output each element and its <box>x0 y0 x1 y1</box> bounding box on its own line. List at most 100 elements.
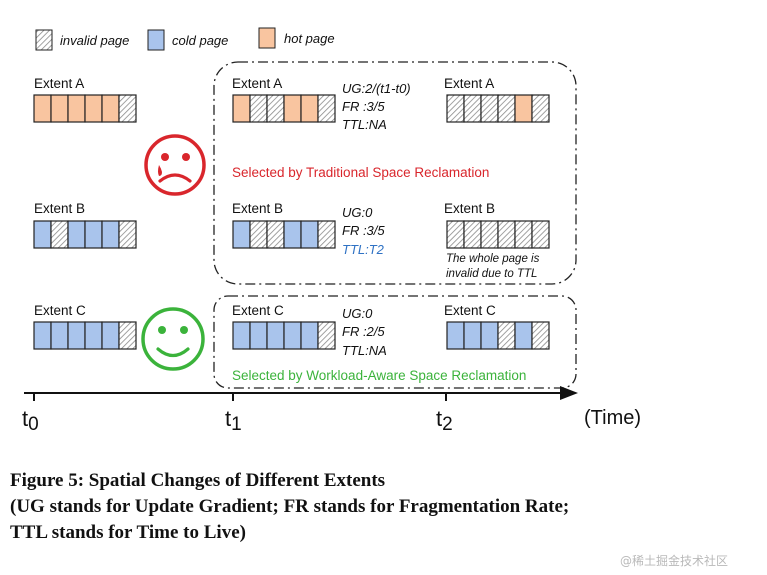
extent-a-ttl: TTL:NA <box>342 117 387 132</box>
cold-page-cell <box>101 321 120 350</box>
happy-face-icon <box>141 307 205 371</box>
axis-unit-label: (Time) <box>584 407 641 429</box>
sad-face-icon <box>144 134 206 196</box>
invalid-page-cell <box>50 220 69 249</box>
tick-t0: t0 <box>22 406 39 435</box>
cold-page-cell <box>514 321 533 350</box>
watermark: @稀土掘金技术社区 <box>620 554 729 568</box>
cold-page-cell <box>480 321 499 350</box>
extent-c-label-t1: Extent C <box>232 303 284 318</box>
legend-invalid-label: invalid page <box>60 33 129 48</box>
traditional-group-box <box>213 61 577 285</box>
extent-c-pages-t2 <box>446 321 550 350</box>
extent-b-ttl: TTL:T2 <box>342 242 385 257</box>
extent-b-label-t2: Extent B <box>444 201 495 216</box>
cold-page-cell <box>33 220 52 249</box>
invalid-page-cell <box>463 220 482 249</box>
hot-page-cell <box>84 94 103 123</box>
legend-hot-label: hot page <box>284 31 335 46</box>
caption-line-2: (UG stands for Update Gradient; FR stand… <box>10 496 570 517</box>
extent-c-label-t2: Extent C <box>444 303 496 318</box>
cold-page-cell <box>283 220 302 249</box>
extent-a-pages-t1 <box>232 94 336 123</box>
extent-b-label-t1: Extent B <box>232 201 283 216</box>
legend-cold-label: cold page <box>172 33 228 48</box>
figure-caption: Figure 5: Spatial Changes of Different E… <box>10 468 750 546</box>
cold-page-cell <box>232 321 251 350</box>
invalid-page-cell <box>249 220 268 249</box>
invalid-page-cell <box>497 94 516 123</box>
invalid-page-cell <box>446 220 465 249</box>
hot-page-cell <box>514 94 533 123</box>
invalid-page-cell <box>446 94 465 123</box>
hot-page-cell <box>50 94 69 123</box>
invalid-page-cell <box>118 220 137 249</box>
cold-page-cell <box>300 321 319 350</box>
legend-cold-swatch <box>147 29 165 51</box>
cold-page-cell <box>446 321 465 350</box>
extent-b-pages-t1 <box>232 220 336 249</box>
invalid-page-cell <box>514 220 533 249</box>
legend-hot-swatch <box>258 27 276 49</box>
invalid-page-cell <box>317 220 336 249</box>
extent-a-label-t0: Extent A <box>34 76 84 91</box>
cold-page-cell <box>67 220 86 249</box>
invalid-page-cell <box>317 321 336 350</box>
cold-page-cell <box>232 220 251 249</box>
cold-page-cell <box>300 220 319 249</box>
invalid-page-cell <box>249 94 268 123</box>
hot-page-cell <box>300 94 319 123</box>
invalid-page-cell <box>463 94 482 123</box>
cold-page-cell <box>50 321 69 350</box>
extent-c-ug: UG:0 <box>342 306 373 321</box>
legend-invalid-swatch <box>35 29 53 51</box>
extent-c-fr: FR :2/5 <box>342 324 385 339</box>
extent-c-label-t0: Extent C <box>34 303 86 318</box>
extent-a-label-t1: Extent A <box>232 76 282 91</box>
extent-b-pages-t0 <box>33 220 137 249</box>
time-axis <box>24 386 578 401</box>
workload-group-box <box>213 295 577 389</box>
cold-page-cell <box>84 220 103 249</box>
traditional-reclamation-label: Selected by Traditional Space Reclamatio… <box>232 165 489 180</box>
caption-line-1: Figure 5: Spatial Changes of Different E… <box>10 470 386 491</box>
extent-a-pages-t2 <box>446 94 550 123</box>
invalid-page-cell <box>317 94 336 123</box>
invalid-page-cell <box>118 94 137 123</box>
invalid-page-cell <box>531 220 550 249</box>
cold-page-cell <box>463 321 482 350</box>
ttl-note-line1: The whole page is <box>446 253 540 265</box>
invalid-page-cell <box>497 321 516 350</box>
hot-page-cell <box>33 94 52 123</box>
cold-page-cell <box>33 321 52 350</box>
invalid-page-cell <box>497 220 516 249</box>
cold-page-cell <box>283 321 302 350</box>
hot-page-cell <box>232 94 251 123</box>
cold-page-cell <box>101 220 120 249</box>
invalid-page-cell <box>531 321 550 350</box>
extent-a-pages-t0 <box>33 94 137 123</box>
cold-page-cell <box>266 321 285 350</box>
caption-line-3: TTL stands for Time to Live) <box>10 522 246 543</box>
cold-page-cell <box>249 321 268 350</box>
extent-b-fr: FR :3/5 <box>342 223 385 238</box>
invalid-page-cell <box>266 94 285 123</box>
hot-page-cell <box>101 94 120 123</box>
extent-a-label-t2: Extent A <box>444 76 494 91</box>
invalid-page-cell <box>480 220 499 249</box>
extent-c-pages-t1 <box>232 321 336 350</box>
tick-t1: t1 <box>225 406 242 435</box>
extent-b-ug: UG:0 <box>342 205 373 220</box>
invalid-page-cell <box>118 321 137 350</box>
cold-page-cell <box>67 321 86 350</box>
hot-page-cell <box>67 94 86 123</box>
tick-t2: t2 <box>436 406 453 435</box>
extent-b-label-t0: Extent B <box>34 201 85 216</box>
invalid-page-cell <box>480 94 499 123</box>
workload-reclamation-label: Selected by Workload-Aware Space Reclama… <box>232 368 526 383</box>
cold-page-cell <box>84 321 103 350</box>
legend: invalid page cold page hot page <box>35 27 335 51</box>
ttl-note-line2: invalid due to TTL <box>446 268 537 280</box>
extent-c-pages-t0 <box>33 321 137 350</box>
